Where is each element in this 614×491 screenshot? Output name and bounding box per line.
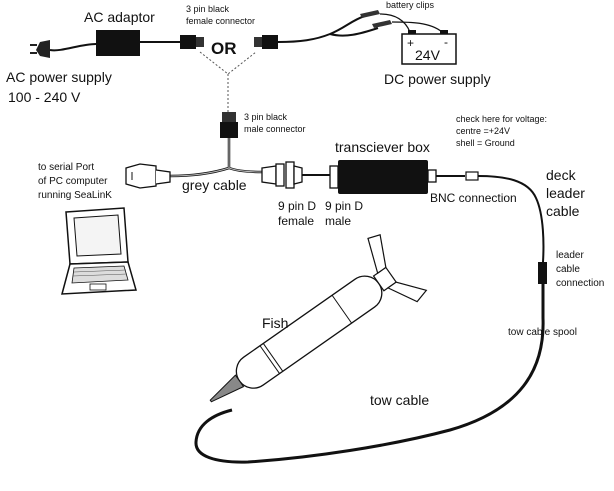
tow-cable: [194, 284, 545, 464]
dc-power-label: DC power supply: [384, 71, 491, 87]
serial-port-label-3: running SeaLinK: [38, 190, 112, 201]
leader-conn-label-3: connection: [556, 278, 604, 289]
battery-voltage-label: 24V: [415, 47, 441, 63]
dc-female-connector: [254, 35, 278, 49]
deck-leader-label-2: leader: [546, 185, 585, 201]
battery-lead-plus: [379, 13, 411, 33]
serial-port-label-2: of PC computer: [38, 176, 108, 187]
grey-cable-inner: [169, 138, 263, 177]
leader-conn-label-1: leader: [556, 250, 584, 261]
pin9-female-label-1: 9 pin D: [278, 199, 316, 213]
deck-leader-label-3: cable: [546, 203, 580, 219]
db9-female-left: [125, 163, 171, 189]
ac-cord: [49, 43, 97, 52]
tow-cable-label: tow cable: [370, 392, 429, 408]
female-connector-label-1: 3 pin black: [186, 4, 230, 14]
leader-conn-label-2: cable: [556, 264, 580, 275]
battery-minus-label: -: [444, 35, 448, 49]
fish-label: Fish: [262, 315, 288, 331]
or-label: OR: [211, 39, 237, 58]
bnc-connector: [465, 171, 479, 181]
transceiver-box: [329, 160, 437, 194]
pin9-male-label-1: 9 pin D: [325, 199, 363, 213]
male-connector: [220, 112, 238, 138]
voltage-check-label-2: centre =+24V: [456, 126, 510, 136]
ac-adaptor-label: AC adaptor: [84, 9, 155, 25]
fish-towbody: [209, 234, 428, 403]
db9-male-connector: [285, 161, 303, 189]
pin9-male-label-2: male: [325, 214, 351, 228]
ac-power-label-2: 100 - 240 V: [8, 89, 81, 105]
transceiver-box-label: transciever box: [335, 139, 430, 155]
deck-leader-cable: [477, 175, 545, 263]
battery-icon: [401, 30, 457, 65]
deck-leader-label-1: deck: [546, 167, 577, 183]
grey-cable: [169, 138, 263, 178]
leader-cable-connector: [538, 262, 547, 284]
grey-cable-label: grey cable: [182, 177, 247, 193]
ac-power-label-1: AC power supply: [6, 69, 112, 85]
bnc-connection-label: BNC connection: [430, 191, 517, 205]
or-dashed-lines: [199, 51, 257, 112]
serial-port-label-1: to serial Port: [38, 162, 94, 173]
male-connector-label-1: 3 pin black: [244, 112, 288, 122]
laptop-icon: [61, 207, 137, 295]
battery-clips-label: battery clips: [386, 0, 435, 10]
male-connector-label-2: male connector: [244, 124, 306, 134]
voltage-check-label-1: check here for voltage:: [456, 114, 547, 124]
dc-cable: [277, 15, 379, 43]
female-connector: [180, 35, 204, 49]
female-connector-label-2: female connector: [186, 16, 255, 26]
db9-female-connector: [261, 163, 285, 187]
battery-plus-label: +: [407, 36, 414, 50]
pin9-female-label-2: female: [278, 214, 314, 228]
voltage-check-label-3: shell = Ground: [456, 138, 515, 148]
battery-clip-icon: [360, 10, 392, 28]
ac-plug-icon: [30, 40, 50, 58]
battery-lead-minus: [391, 21, 443, 33]
ac-adaptor-box: [96, 30, 140, 56]
